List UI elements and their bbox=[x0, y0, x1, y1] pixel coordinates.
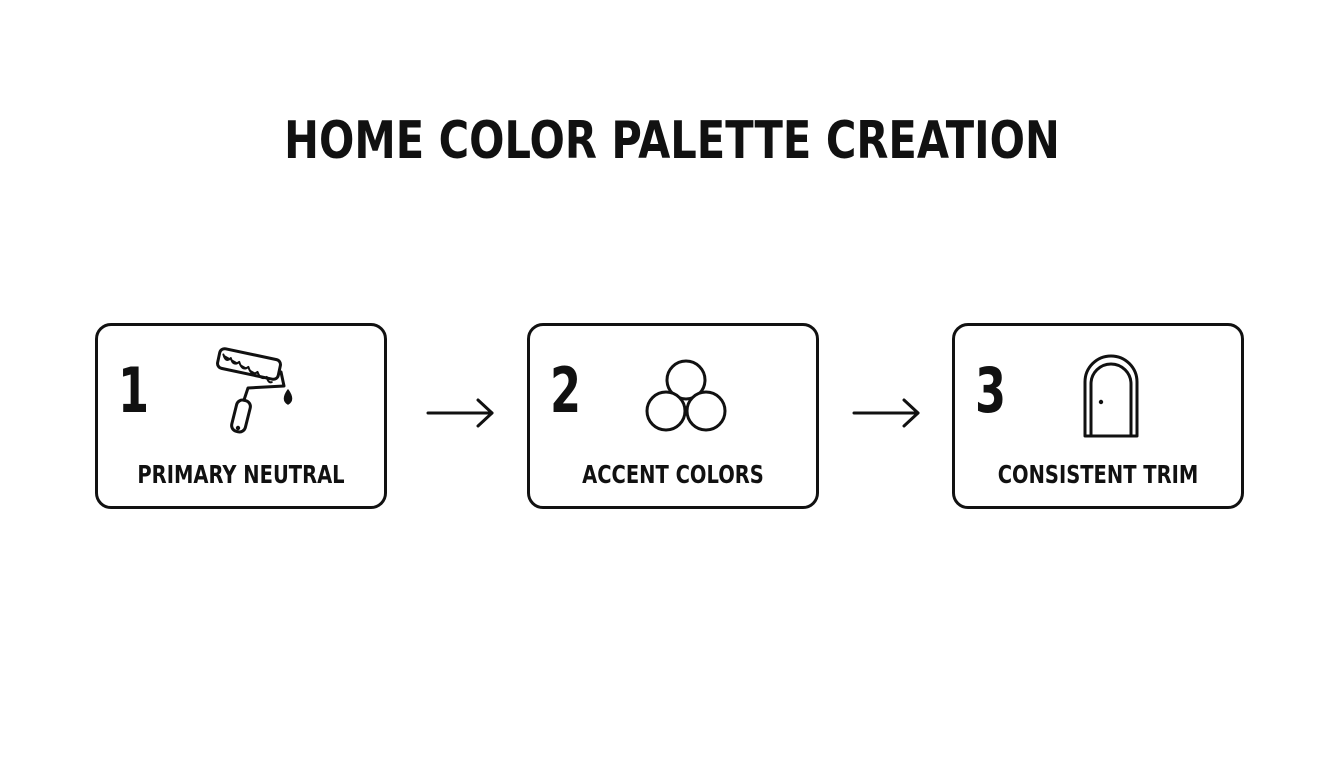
page-title: HOME COLOR PALETTE CREATION bbox=[284, 111, 1060, 171]
arrow-right-icon bbox=[852, 396, 922, 430]
step-number: 3 bbox=[975, 354, 1007, 427]
step-card-primary-neutral: 1 PRIMARY NEUTRAL bbox=[95, 323, 387, 509]
step-card-accent-colors: 2 ACCENT COLORS bbox=[527, 323, 819, 509]
paint-roller-icon bbox=[204, 346, 304, 440]
step-label: ACCENT COLORS bbox=[582, 460, 764, 489]
color-circles-icon bbox=[636, 346, 736, 440]
step-card-consistent-trim: 3 CONSISTENT TRIM bbox=[952, 323, 1244, 509]
arrow-right-icon bbox=[426, 396, 496, 430]
step-label: CONSISTENT TRIM bbox=[997, 460, 1199, 489]
step-number: 2 bbox=[550, 354, 582, 427]
arched-door-icon bbox=[1061, 346, 1161, 440]
step-label: PRIMARY NEUTRAL bbox=[137, 460, 345, 489]
step-number: 1 bbox=[118, 354, 150, 427]
